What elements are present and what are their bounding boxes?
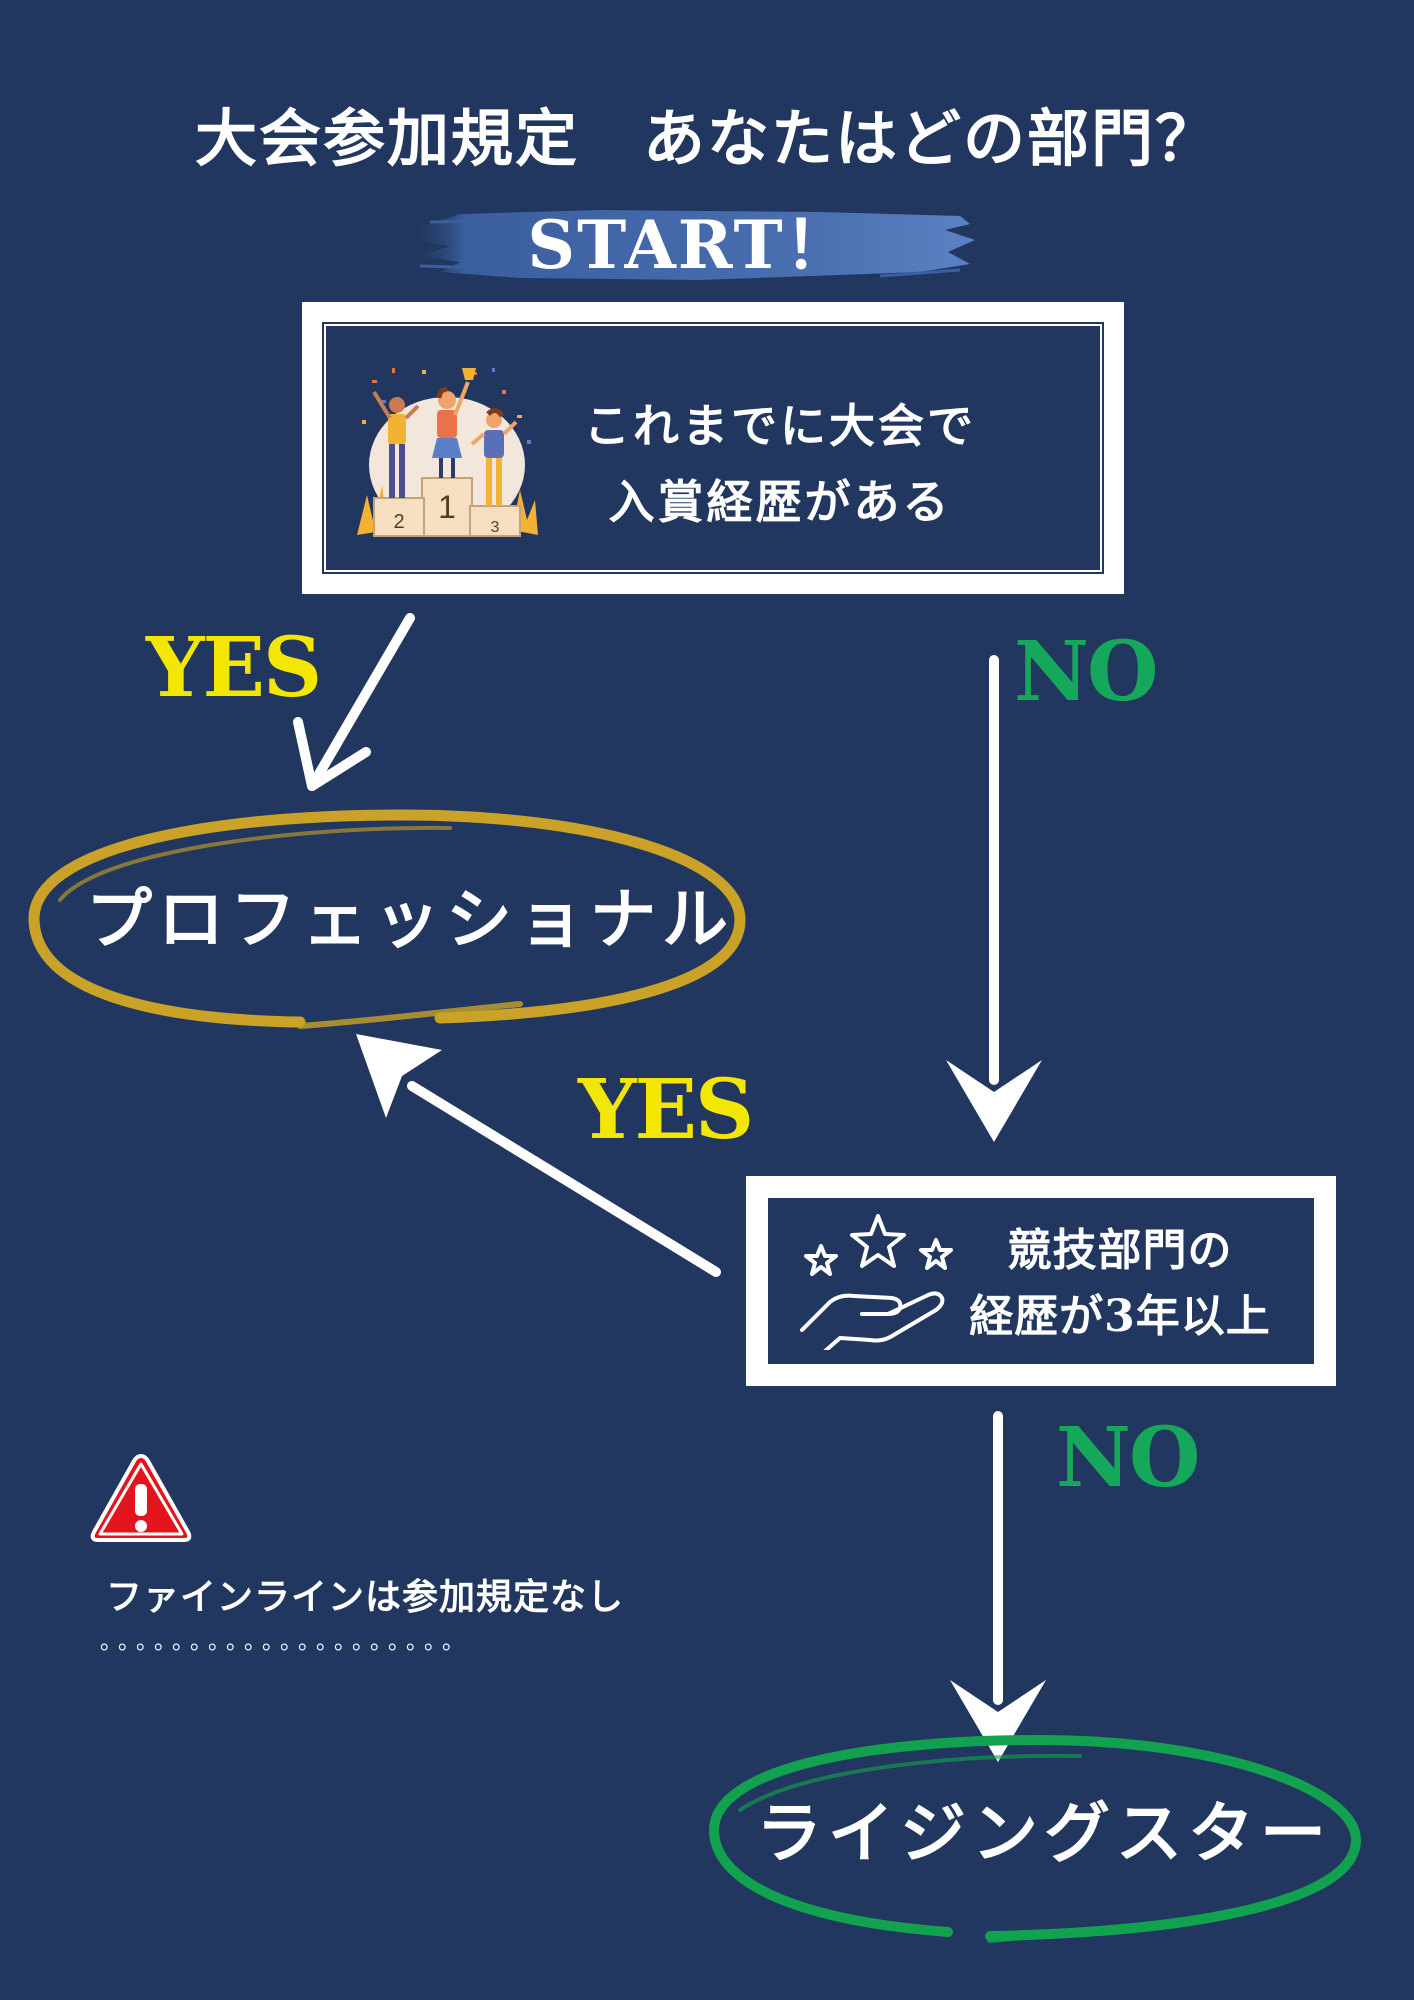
question1-text: これまでに大会で 入賞経歴がある [540, 388, 1020, 540]
start-brush-stroke [408, 210, 975, 280]
notice-dots: 。。。。。。。。。。。。。。。。。。。。 [100, 1630, 472, 1655]
question1-line1: これまでに大会で [584, 399, 976, 453]
question2-line1: 競技部門の [1007, 1225, 1233, 1276]
result-rising-star: ライジングスター [756, 1794, 1332, 1872]
question2-line2: 経歴が3年以上 [969, 1291, 1271, 1342]
q2-yes-label: YES [578, 1062, 754, 1158]
question2-inner-frame [766, 1196, 1316, 1366]
notice-text: ファインラインは参加規定なし [106, 1576, 625, 1618]
arrow-q2-yes [356, 1034, 721, 1277]
arrow-q2-no [950, 1411, 1046, 1762]
rising-star-ellipse [708, 1734, 1362, 1943]
podium-number-2: 2 [393, 511, 404, 533]
podium-number-3: 3 [491, 519, 500, 536]
q1-no-label: NO [1014, 624, 1158, 720]
hand-stars-icon [800, 1214, 953, 1350]
start-label: START！ [527, 206, 853, 284]
q2-no-label: NO [1056, 1410, 1200, 1506]
arrow-q1-yes [293, 613, 415, 791]
podium-celebration-icon: 1 2 3 [357, 368, 538, 537]
question2-box [746, 1176, 1336, 1386]
question1-inner-frame [324, 324, 1102, 572]
question2-text: 競技部門の 経歴が3年以上 [950, 1218, 1290, 1350]
professional-ellipse [28, 809, 746, 1029]
page-title: 大会参加規定 あなたはどの部門？ [194, 102, 1219, 175]
result-professional: プロフェッショナル [86, 880, 734, 958]
arrow-q1-no [946, 655, 1042, 1142]
podium-number-1: 1 [438, 489, 456, 525]
question1-line2: 入賞経歴がある [608, 475, 952, 529]
warning-icon [90, 1454, 192, 1542]
q1-yes-label: YES [146, 620, 322, 716]
